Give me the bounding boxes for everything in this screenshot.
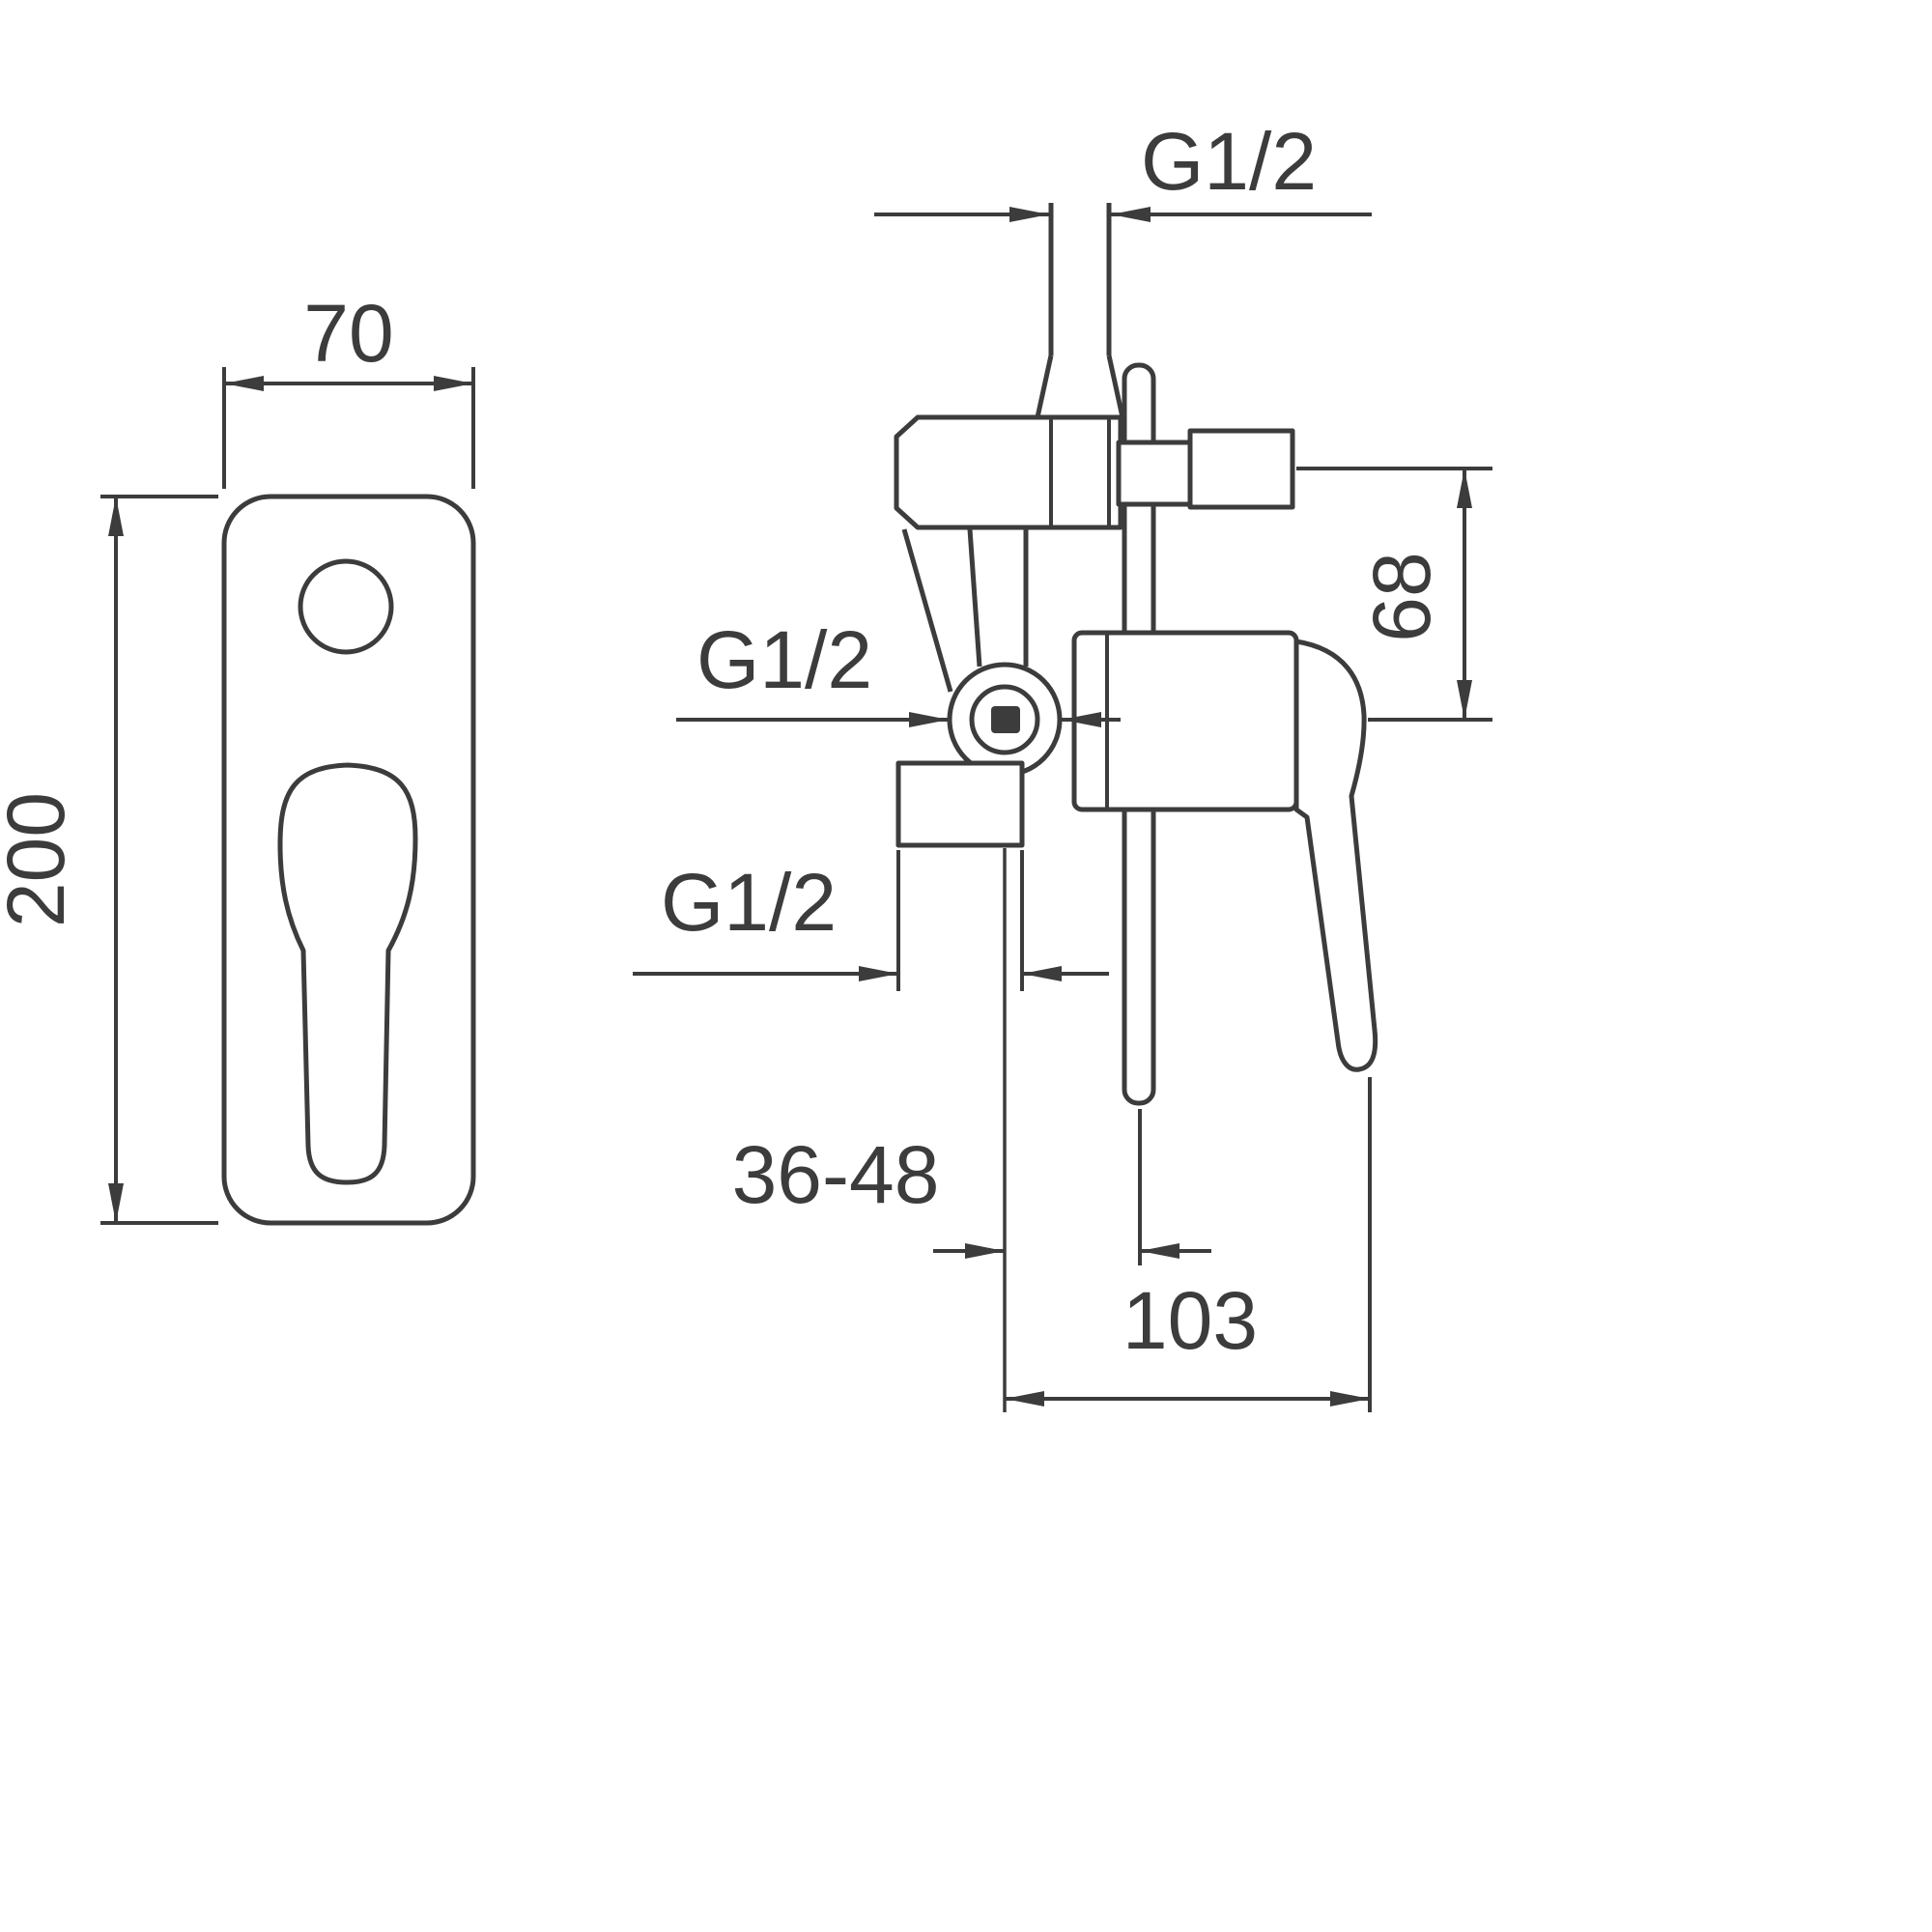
- knob-connector: [1116, 440, 1193, 507]
- spindle-square: [991, 706, 1020, 733]
- upper-valve-block: [894, 414, 1123, 530]
- top-thread-dimension: G1/2: [874, 116, 1372, 222]
- lower-outlet-block: [895, 760, 1025, 848]
- body-contour-outer: [901, 528, 953, 693]
- pipe-flare-left: [1035, 355, 1054, 418]
- front-view: 70 200: [0, 288, 476, 1226]
- inlet-thread-label: G1/2: [696, 614, 872, 705]
- outlet-height-label: 68: [1356, 552, 1447, 641]
- outlet-height-dimension: 68: [1296, 467, 1492, 722]
- top-thread-label: G1/2: [1141, 116, 1317, 207]
- front-height-dimension: 200: [0, 495, 218, 1225]
- outlet-thread-label: G1/2: [661, 857, 837, 948]
- mounting-depth-label: 36-48: [732, 1129, 940, 1220]
- front-width-label: 70: [303, 288, 393, 379]
- outlet-thread-dimension: G1/2: [633, 850, 1109, 991]
- side-view: G1/2 G1/2 G1/2 68 36-48: [633, 116, 1492, 1412]
- handle-reach-label: 103: [1122, 1275, 1258, 1366]
- lever-handle: [1293, 639, 1378, 1072]
- front-lever-cutout: [277, 762, 418, 1185]
- pipe-flare-right: [1106, 355, 1125, 418]
- front-height-label: 200: [0, 792, 81, 927]
- inlet-thread-dimension: G1/2: [676, 614, 1121, 727]
- handle-reach-dimension: 103: [1005, 1077, 1372, 1412]
- body-contour-inner: [967, 528, 982, 668]
- mounting-depth-dimension: 36-48: [732, 1109, 1211, 1265]
- front-width-dimension: 70: [222, 288, 475, 489]
- diverter-knob: [1187, 428, 1295, 510]
- front-diverter-knob-hole: [298, 558, 394, 655]
